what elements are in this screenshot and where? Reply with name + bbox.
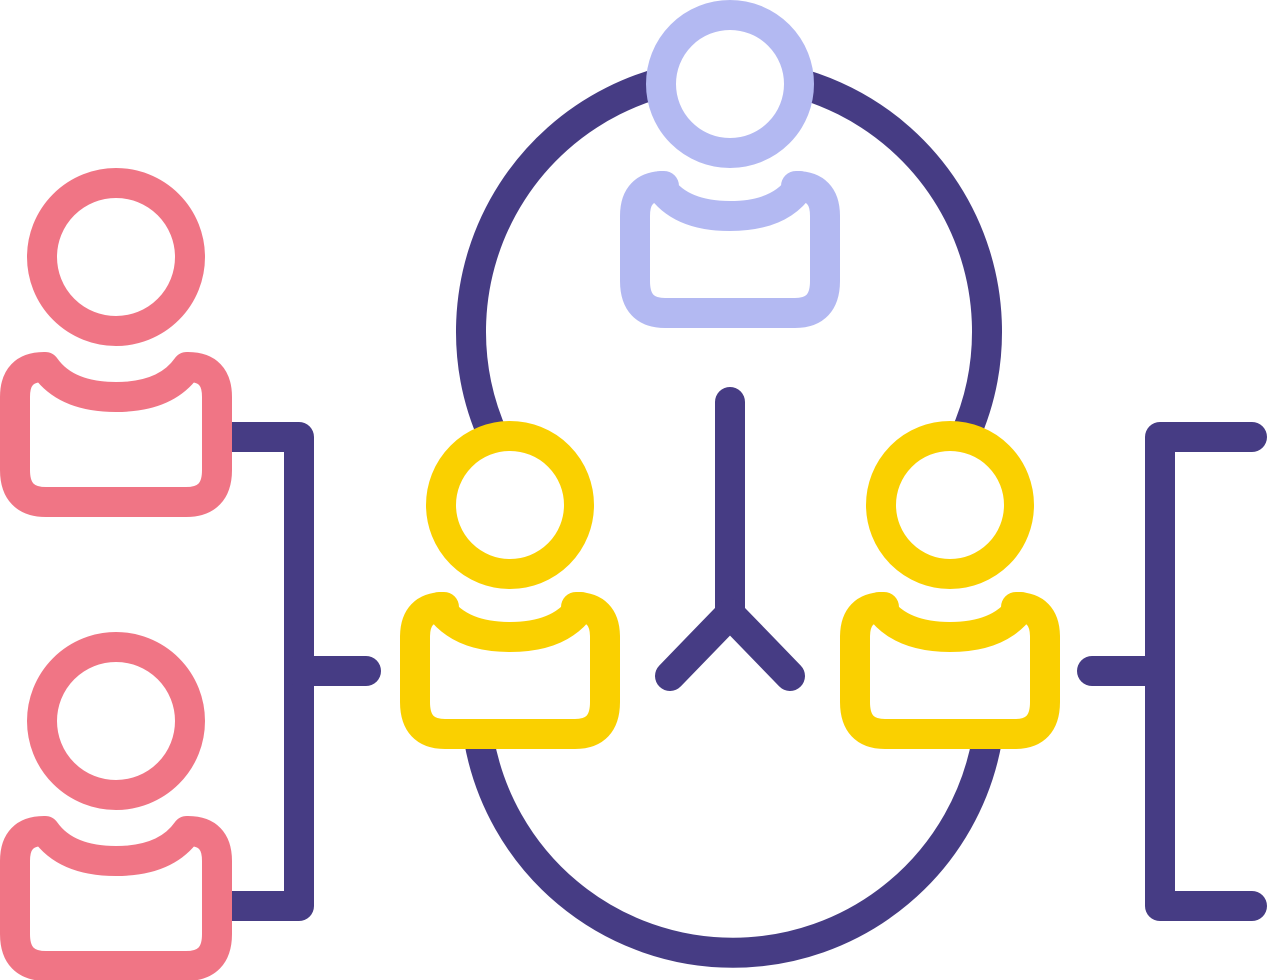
person-icon-top	[620, 0, 840, 328]
person-icon-center-right	[840, 421, 1060, 749]
person-body	[620, 171, 840, 328]
clock-hand-right	[715, 599, 805, 691]
person-body	[0, 352, 232, 517]
person-icon-center-left	[400, 421, 620, 749]
person-body	[840, 592, 1060, 749]
person-body	[400, 592, 620, 749]
person-icon-left-top	[0, 168, 232, 517]
person-head	[426, 421, 594, 589]
person-head	[27, 168, 205, 346]
person-icon-left-bottom	[0, 632, 232, 980]
clock-ring-lower	[464, 725, 1002, 968]
person-head	[646, 0, 814, 168]
person-head	[866, 421, 1034, 589]
person-head	[27, 632, 205, 810]
person-body	[0, 816, 232, 980]
